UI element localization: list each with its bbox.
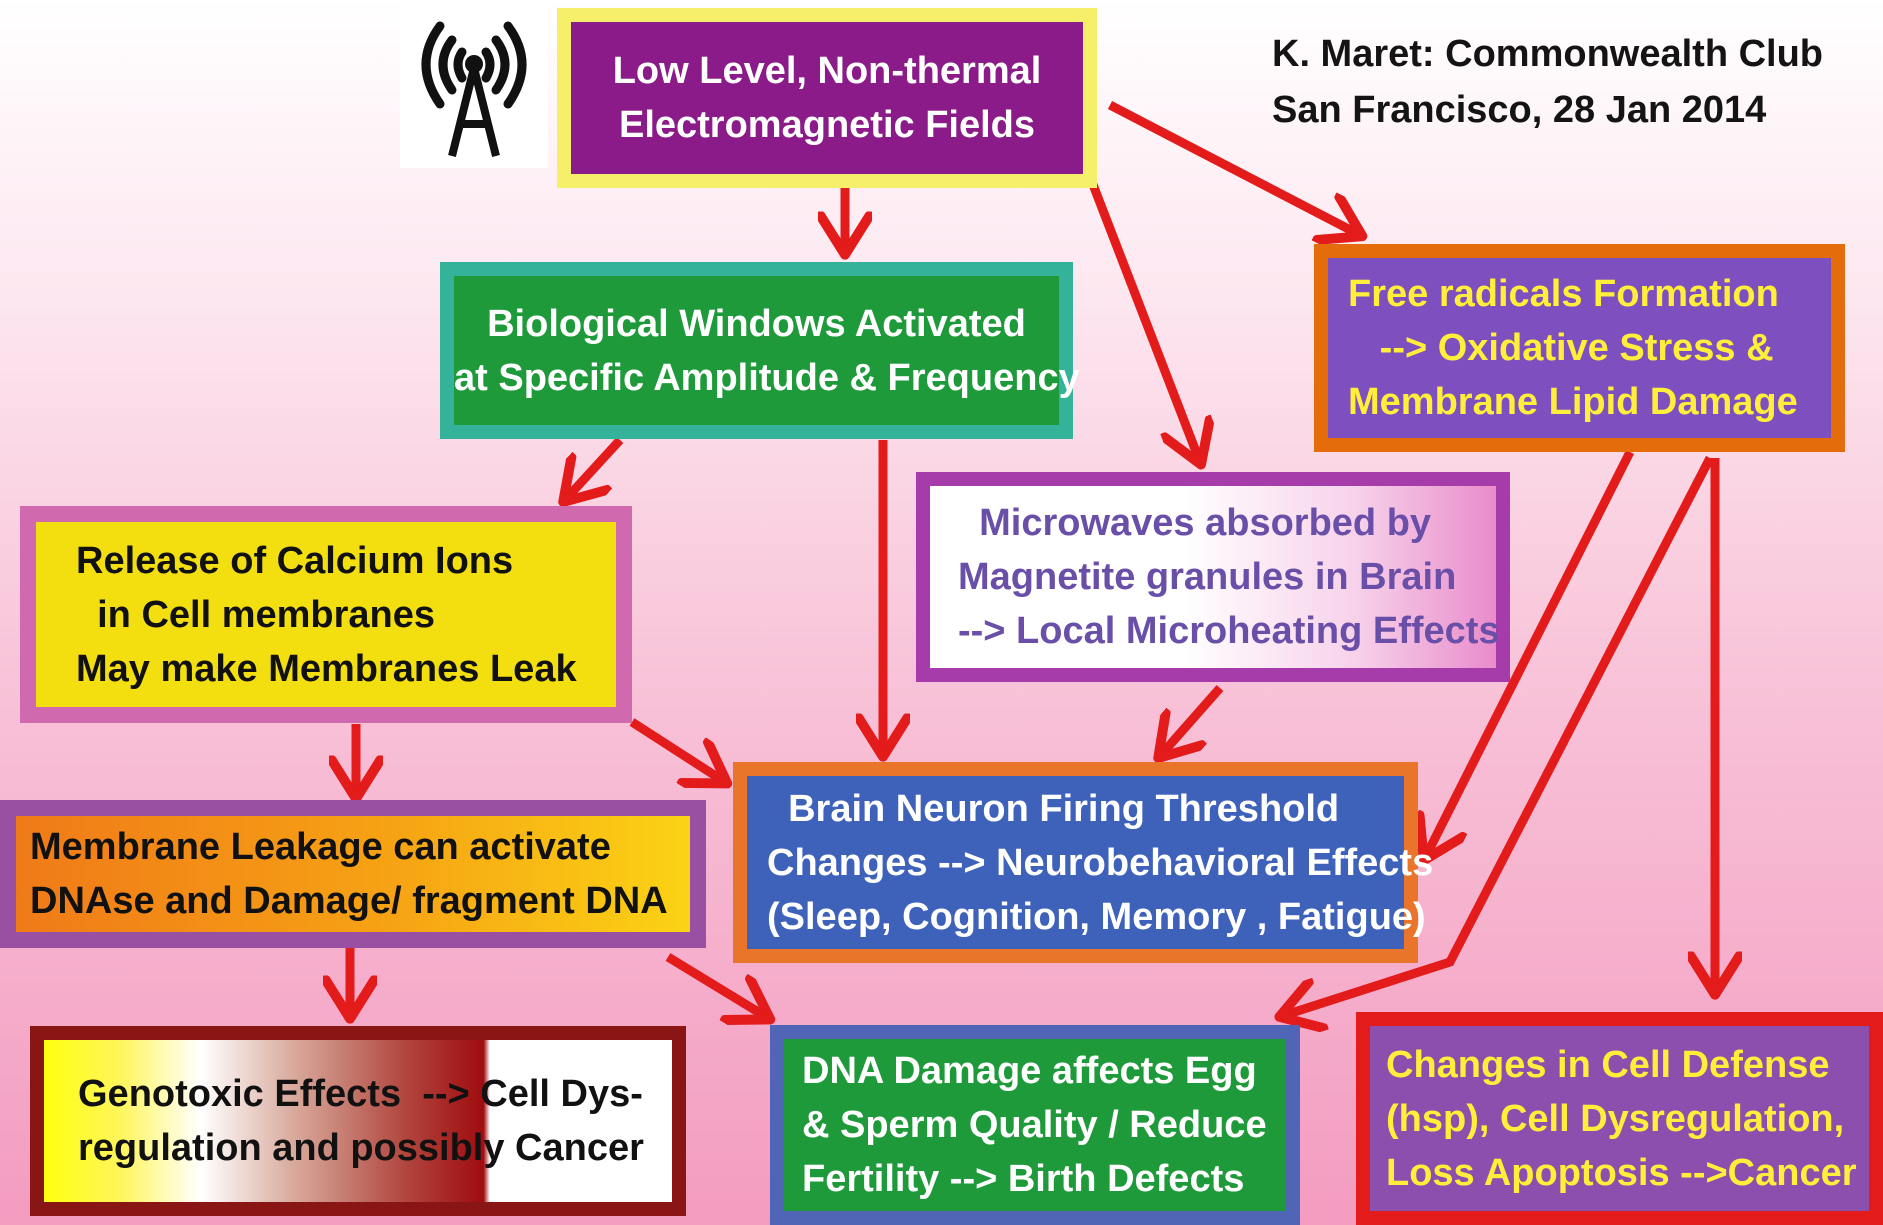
biological-line-1: Biological Windows Activated [487,302,1026,345]
genotoxic-line-1: Genotoxic Effects --> Cell Dys- [78,1073,643,1115]
node-cell-defense: Changes in Cell Defense (hsp), Cell Dysr… [1356,1012,1883,1225]
arrow-freeradicals-to-neuron [1425,449,1635,858]
calcium-line-1: Release of Calcium Ions [76,539,514,582]
credit-line-2: San Francisco, 28 Jan 2014 [1272,89,1767,131]
node-free-radicals: Free radicals Formation --> Oxidative St… [1314,244,1845,452]
node-membrane-leakage: Membrane Leakage can activate DNAse and … [0,800,706,948]
node-microwaves: Microwaves absorbed by Magnetite granule… [916,472,1510,682]
node-emf: Low Level, Non-thermal Electromagnetic F… [557,8,1097,188]
arrow-emf-to-microwaves [1087,180,1200,462]
neuron-line-1: Brain Neuron Firing Threshold [767,787,1340,830]
cell-defense-line-1: Changes in Cell Defense [1386,1043,1830,1086]
emf-line-2: Electromagnetic Fields [618,104,1035,146]
neuron-line-2: Changes --> Neurobehavioral Effects [767,841,1434,884]
cell-defense-line-2: (hsp), Cell Dysregulation, [1386,1097,1845,1140]
microwaves-line-2: Magnetite granules in Brain [958,556,1457,598]
node-dna-damage: DNA Damage affects Egg & Sperm Quality /… [770,1025,1300,1225]
leakage-line-2: DNAse and Damage/ fragment DNA [30,880,668,922]
calcium-line-2: in Cell membranes [76,593,436,636]
dna-damage-line-1: DNA Damage affects Egg [802,1050,1257,1092]
arrow-emf-to-freeradicals [1107,101,1360,235]
node-calcium-release: Release of Calcium Ions in Cell membrane… [20,506,632,723]
node-genotoxic-effects: Genotoxic Effects --> Cell Dys- regulati… [30,1026,686,1216]
arrow-calcium-to-neuron [629,718,725,782]
node-biological-windows: Biological Windows Activated at Specific… [440,262,1080,439]
calcium-line-3: May make Membranes Leak [76,647,577,690]
microwaves-line-1: Microwaves absorbed by [958,502,1432,544]
free-radicals-line-3: Membrane Lipid Damage [1348,381,1798,423]
neuron-line-3: (Sleep, Cognition, Memory , Fatigue) [767,895,1426,938]
leakage-line-1: Membrane Leakage can activate [30,826,611,868]
author-credit: K. Maret: Commonwealth Club San Francisc… [1272,26,1823,138]
arrow-freeradicals-to-dna [1282,455,1714,1016]
node-neuron-threshold: Brain Neuron Firing Threshold Changes --… [733,762,1434,963]
emf-line-1: Low Level, Non-thermal [612,50,1042,92]
dna-damage-line-3: Fertility --> Birth Defects [802,1158,1245,1200]
arrow-microwaves-to-neuron [1160,685,1224,756]
free-radicals-line-2: --> Oxidative Stress & [1348,327,1774,369]
arrow-leakage-to-dna [665,953,768,1018]
genotoxic-line-2: regulation and possibly Cancer [78,1127,644,1169]
microwaves-line-3: --> Local Microheating Effects [958,610,1500,652]
arrow-biological-to-calcium [565,436,624,500]
credit-line-1: K. Maret: Commonwealth Club [1272,33,1824,75]
dna-damage-line-2: & Sperm Quality / Reduce [802,1104,1267,1146]
biological-line-2: at Specific Amplitude & Frequency [454,356,1080,399]
radio-antenna-icon [400,6,548,168]
cell-defense-line-3: Loss Apoptosis -->Cancer [1386,1151,1857,1194]
free-radicals-line-1: Free radicals Formation [1348,273,1779,315]
